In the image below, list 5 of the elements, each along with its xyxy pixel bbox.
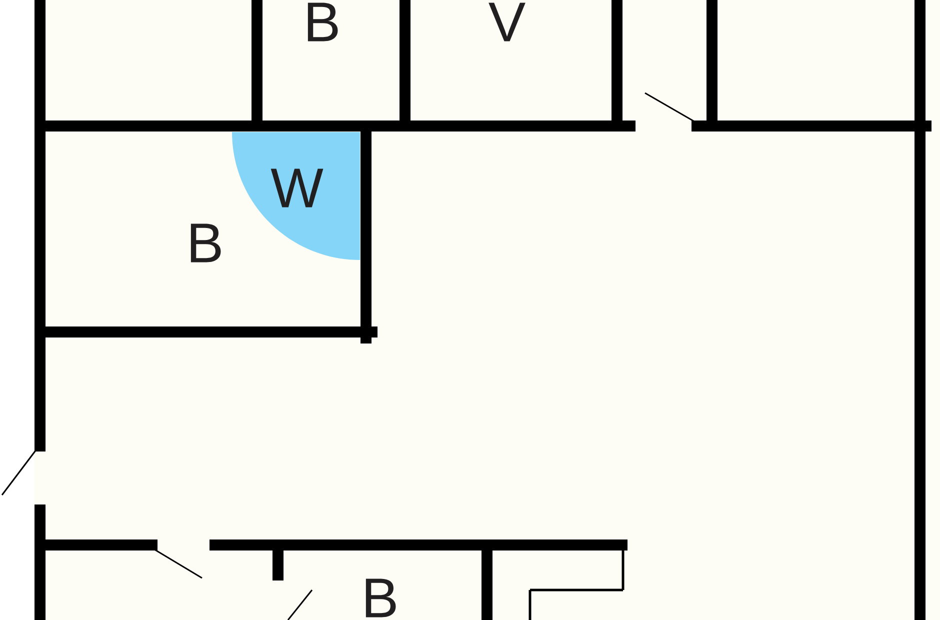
room-label: V (488, 2, 526, 42)
room-label: B (190, 224, 221, 262)
room-label: B (308, 2, 338, 42)
room-label: B (366, 578, 396, 618)
room-label: W (270, 168, 324, 208)
